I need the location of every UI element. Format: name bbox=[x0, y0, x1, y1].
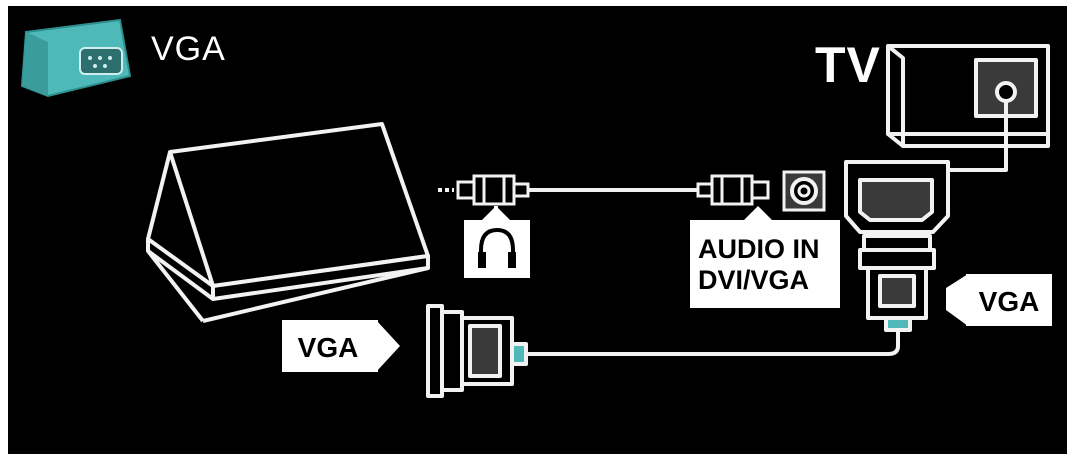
connection-diagram: VGA VGA bbox=[20, 18, 1052, 398]
laptop-icon bbox=[146, 122, 430, 323]
audio-in-label-box bbox=[690, 220, 840, 308]
diagram-canvas: VGA VGA VGA TV AUDIO IN DVI/VGA bbox=[8, 6, 1067, 454]
tv-vga-port bbox=[844, 160, 950, 234]
vga-port-icon bbox=[20, 18, 132, 98]
audio-cable bbox=[438, 170, 826, 212]
audio-in-arrow bbox=[744, 206, 772, 220]
computer-vga-label: VGA bbox=[298, 332, 359, 363]
headphone-icon bbox=[478, 227, 516, 268]
headphone-label-box bbox=[464, 220, 530, 278]
computer-vga-label-arrow bbox=[376, 320, 400, 372]
tv-vga-label-arrow bbox=[946, 274, 968, 326]
audio-in-label: AUDIO IN DVI/VGA bbox=[698, 234, 838, 296]
tv-label: TV bbox=[815, 37, 881, 93]
headphone-arrow bbox=[482, 206, 510, 220]
tv-icon bbox=[886, 44, 1050, 172]
computer-vga-plug bbox=[426, 304, 528, 398]
audio-in-label-line2: DVI/VGA bbox=[698, 265, 810, 295]
tv-vga-plug bbox=[528, 234, 936, 356]
computer-vga-label-box bbox=[282, 320, 378, 372]
tv-vga-label: VGA bbox=[979, 286, 1040, 317]
header-title: VGA bbox=[151, 30, 226, 68]
audio-in-label-line1: AUDIO IN bbox=[698, 234, 820, 264]
tv-vga-label-box bbox=[966, 274, 1052, 326]
